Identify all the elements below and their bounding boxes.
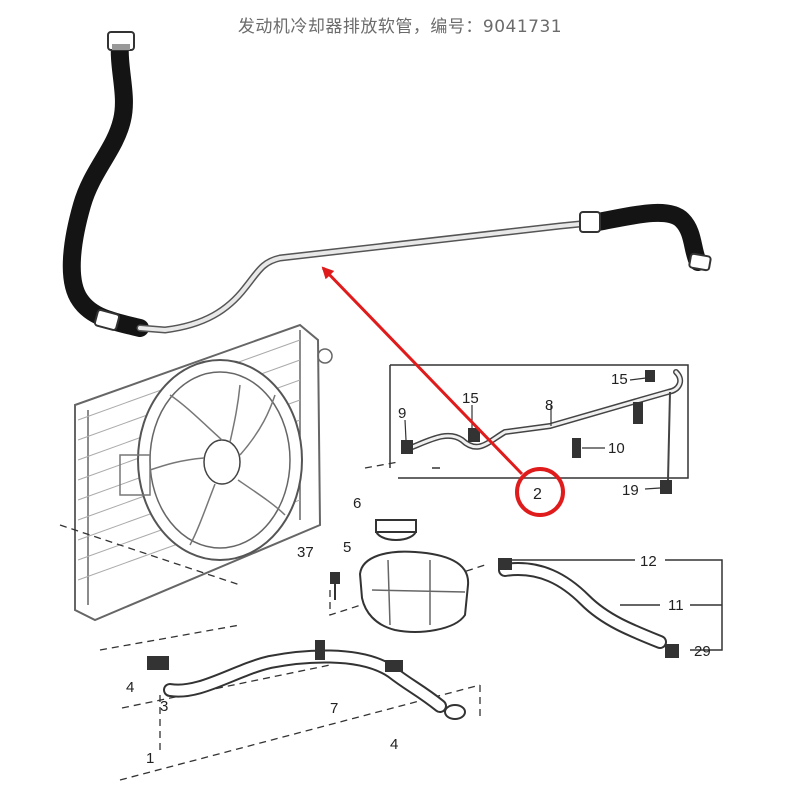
lower-hoses xyxy=(147,558,679,720)
callout-1: 1 xyxy=(146,750,154,767)
callout-11: 11 xyxy=(668,597,684,614)
callout-3: 3 xyxy=(160,698,168,715)
callout-12: 12 xyxy=(640,553,657,570)
callout-6: 6 xyxy=(353,495,361,512)
highlight-arrow xyxy=(321,266,565,517)
enlarged-drain-hose xyxy=(62,31,712,337)
bracket-lines xyxy=(432,467,723,651)
callout-29: 29 xyxy=(694,643,711,660)
callout-4-upper: 4 xyxy=(126,679,134,696)
callout-19: 19 xyxy=(622,482,639,499)
coolant-reservoir xyxy=(330,519,470,633)
callout-15-left: 15 xyxy=(462,390,479,407)
callout-37: 37 xyxy=(297,544,314,561)
callout-10: 10 xyxy=(608,440,625,457)
callout-4-lower: 4 xyxy=(390,736,398,753)
callout-9: 9 xyxy=(398,405,406,422)
highlight-circle xyxy=(515,467,565,517)
callout-8: 8 xyxy=(545,397,553,414)
radiator-fan-assembly xyxy=(74,323,333,622)
callout-15-right: 15 xyxy=(611,371,628,388)
callout-2: 2 xyxy=(533,486,542,503)
callout-5: 5 xyxy=(343,539,351,556)
diagram-title: 发动机冷却器排放软管，编号：9041731 xyxy=(237,17,563,37)
callout-7: 7 xyxy=(330,700,338,717)
callout-numbers: 2 9 15 8 15 10 19 6 5 37 12 11 29 4 3 7 … xyxy=(126,371,711,767)
